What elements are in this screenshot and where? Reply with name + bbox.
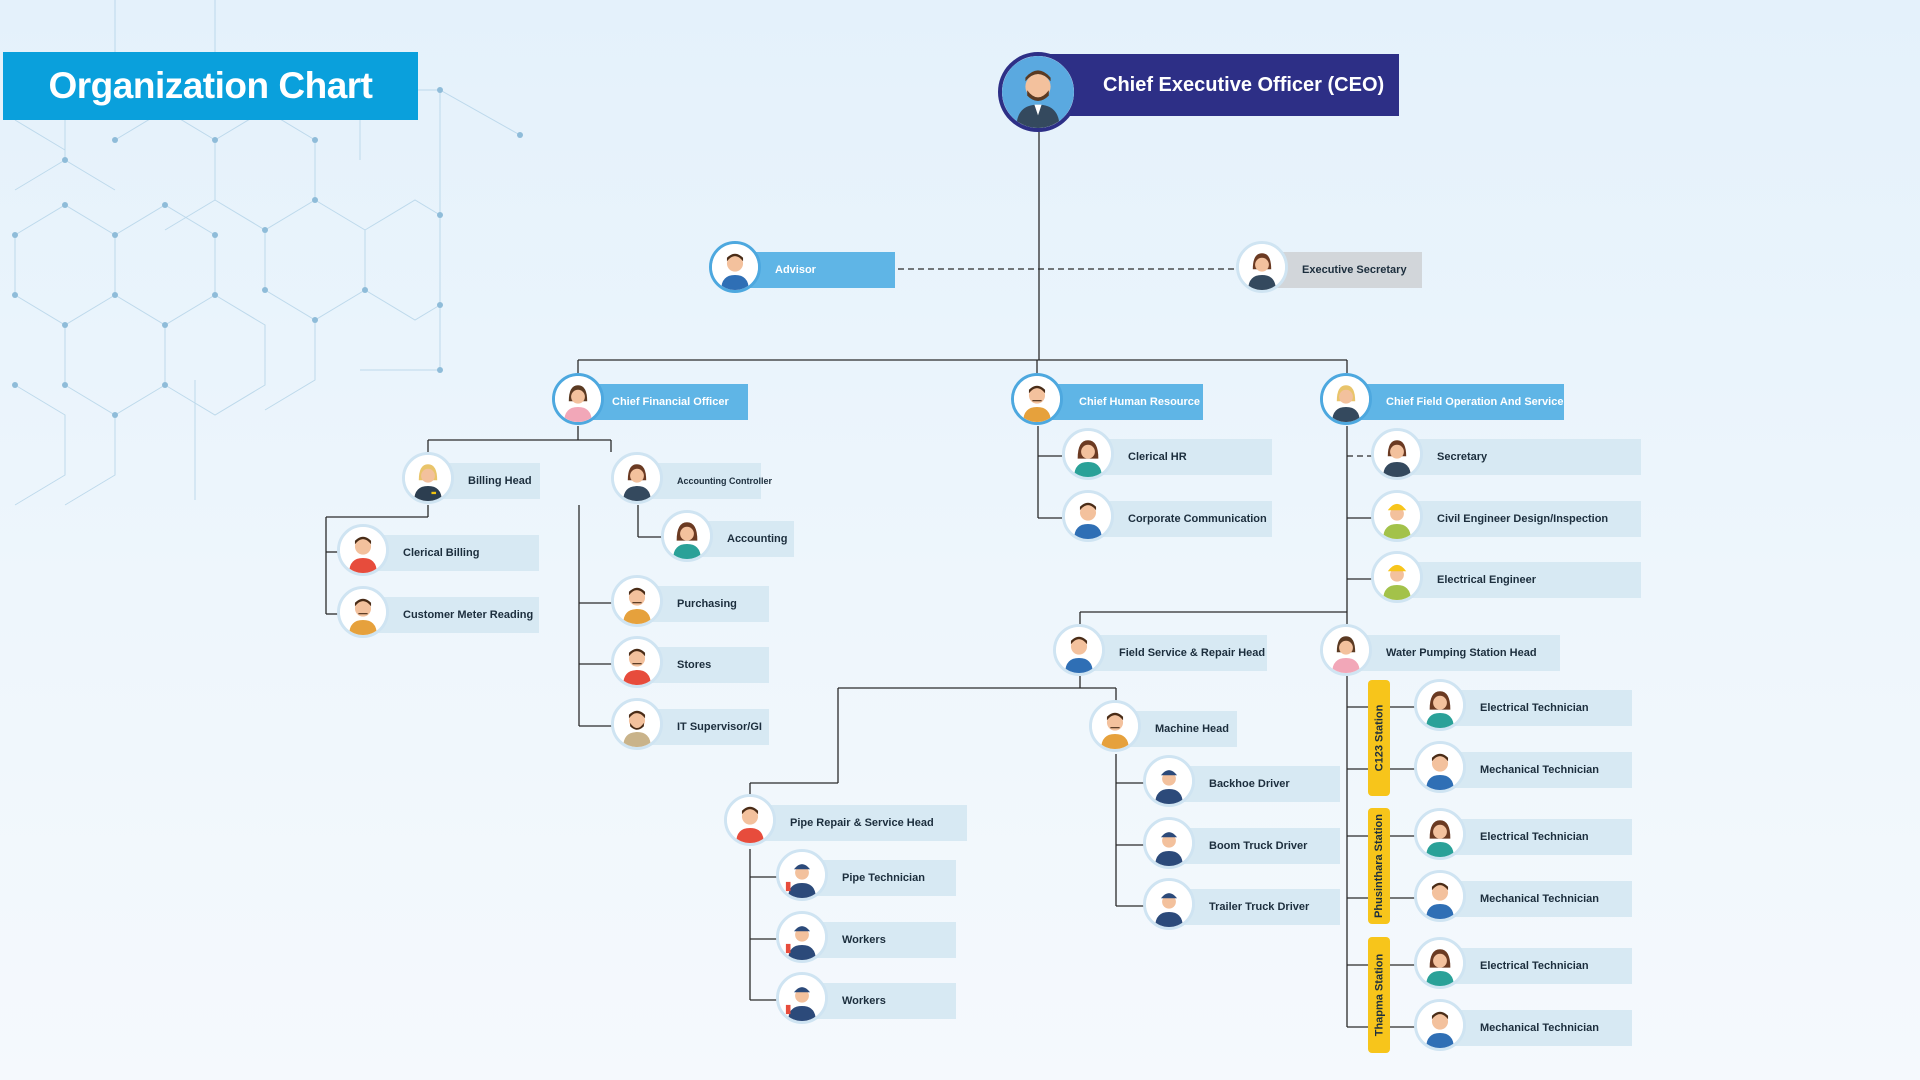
purchasing-label: Purchasing [641,586,769,622]
station-name-thapma: Thapma Station [1373,953,1386,1037]
ceo-label: Chief Executive Officer (CEO) [1043,54,1400,116]
phusinthara-mechanical-technician-avatar-icon [1414,870,1466,922]
civil-engineer-label: Civil Engineer Design/Inspection [1401,501,1641,537]
cfos-label: Chief Field Operation And Service [1350,384,1564,420]
thapma-mechanical-technician-avatar-icon [1414,999,1466,1051]
thapma-electrical-technician-avatar-icon [1414,937,1466,989]
workers-label-2: Workers [806,983,956,1019]
customer-meter-reading-label: Customer Meter Reading [367,597,539,633]
cfos-avatar-icon [1320,373,1372,425]
phusinthara-mechanical-technician-label: Mechanical Technician [1444,881,1632,917]
phusinthara-electrical-technician-label: Electrical Technician [1444,819,1632,855]
trailer-truck-driver-label: Trailer Truck Driver [1173,889,1340,925]
accounting-controller-avatar-icon [611,452,663,504]
field-service-head-label: Field Service & Repair Head [1083,635,1267,671]
customer-meter-reading-avatar-icon [337,586,389,638]
station-tag-phusinthara: Phusinthara Station [1368,808,1390,924]
thapma-mechanical-technician-label: Mechanical Technician [1444,1010,1632,1046]
workers-avatar-icon-1 [776,911,828,963]
machine-head-avatar-icon [1089,700,1141,752]
c123-mechanical-technician-avatar-icon [1414,741,1466,793]
executive-secretary-label: Executive Secretary [1266,252,1422,288]
station-tag-thapma: Thapma Station [1368,937,1390,1053]
cfo-avatar-icon [552,373,604,425]
station-tag-c123: C123 Station [1368,680,1390,796]
field-service-head-avatar-icon [1053,624,1105,676]
stores-avatar-icon [611,636,663,688]
purchasing-avatar-icon [611,575,663,627]
station-name-phusinthara: Phusinthara Station [1373,814,1385,918]
corporate-communication-label: Corporate Communication [1092,501,1272,537]
thapma-electrical-technician-label: Electrical Technician [1444,948,1632,984]
water-pumping-station-head-label: Water Pumping Station Head [1350,635,1560,671]
clerical-billing-label: Clerical Billing [367,535,539,571]
workers-label-1: Workers [806,922,956,958]
c123-mechanical-technician-label: Mechanical Technician [1444,752,1632,788]
pipe-repair-head-avatar-icon [724,794,776,846]
electrical-engineer-avatar-icon [1371,551,1423,603]
cfo-label: Chief Financial Officer [582,384,748,420]
it-supervisor-avatar-icon [611,698,663,750]
clerical-billing-avatar-icon [337,524,389,576]
boom-truck-driver-label: Boom Truck Driver [1173,828,1340,864]
backhoe-driver-label: Backhoe Driver [1173,766,1340,802]
clerical-hr-label: Clerical HR [1092,439,1272,475]
water-pumping-station-head-avatar-icon [1320,624,1372,676]
c123-electrical-technician-label: Electrical Technician [1444,690,1632,726]
advisor-avatar-icon [709,241,761,293]
electrical-engineer-label: Electrical Engineer [1401,562,1641,598]
pipe-repair-head-label: Pipe Repair & Service Head [754,805,967,841]
corporate-communication-avatar-icon [1062,490,1114,542]
accounting-avatar-icon [661,510,713,562]
boom-truck-driver-avatar-icon [1143,817,1195,869]
page-title: Organization Chart [3,52,418,120]
backhoe-driver-avatar-icon [1143,755,1195,807]
chr-label: Chief Human Resource [1041,384,1203,420]
c123-electrical-technician-avatar-icon [1414,679,1466,731]
civil-engineer-avatar-icon [1371,490,1423,542]
secretary-avatar-icon [1371,428,1423,480]
advisor-label: Advisor [739,252,895,288]
it-supervisor-label: IT Supervisor/GI [641,709,769,745]
workers-avatar-icon-2 [776,972,828,1024]
chr-avatar-icon [1011,373,1063,425]
trailer-truck-driver-avatar-icon [1143,878,1195,930]
ceo-avatar-icon [998,52,1078,132]
clerical-hr-avatar-icon [1062,428,1114,480]
secretary-label: Secretary [1401,439,1641,475]
hexagon-background-pattern [12,0,523,506]
billing-head-avatar-icon [402,452,454,504]
executive-secretary-avatar-icon [1236,241,1288,293]
pipe-technician-avatar-icon [776,849,828,901]
phusinthara-electrical-technician-avatar-icon [1414,808,1466,860]
pipe-technician-label: Pipe Technician [806,860,956,896]
station-name-c123: C123 Station [1373,704,1386,772]
